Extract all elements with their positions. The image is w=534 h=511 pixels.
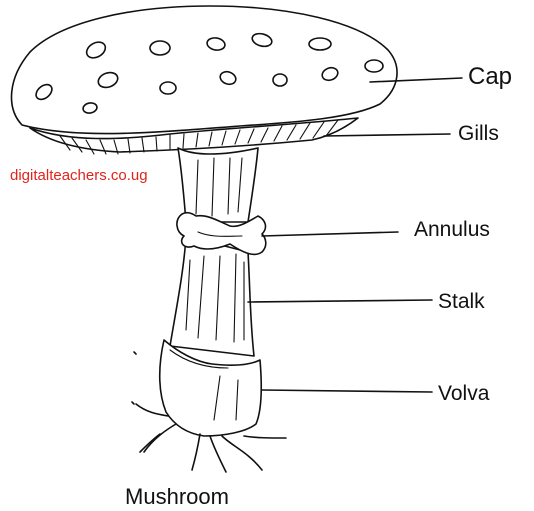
cap [12, 6, 398, 134]
volva-leader [262, 390, 432, 392]
label-annulus: Annulus [414, 218, 490, 241]
label-cap: Cap [468, 63, 512, 90]
stalk-leader [248, 300, 432, 302]
gills-leader [324, 134, 450, 136]
watermark-text: digitalteachers.co.ug [10, 167, 148, 184]
diagram-title: Mushroom [125, 484, 229, 509]
label-stalk: Stalk [438, 290, 485, 313]
label-volva: Volva [438, 382, 490, 405]
annulus-leader [262, 232, 398, 236]
label-gills: Gills [458, 122, 499, 145]
